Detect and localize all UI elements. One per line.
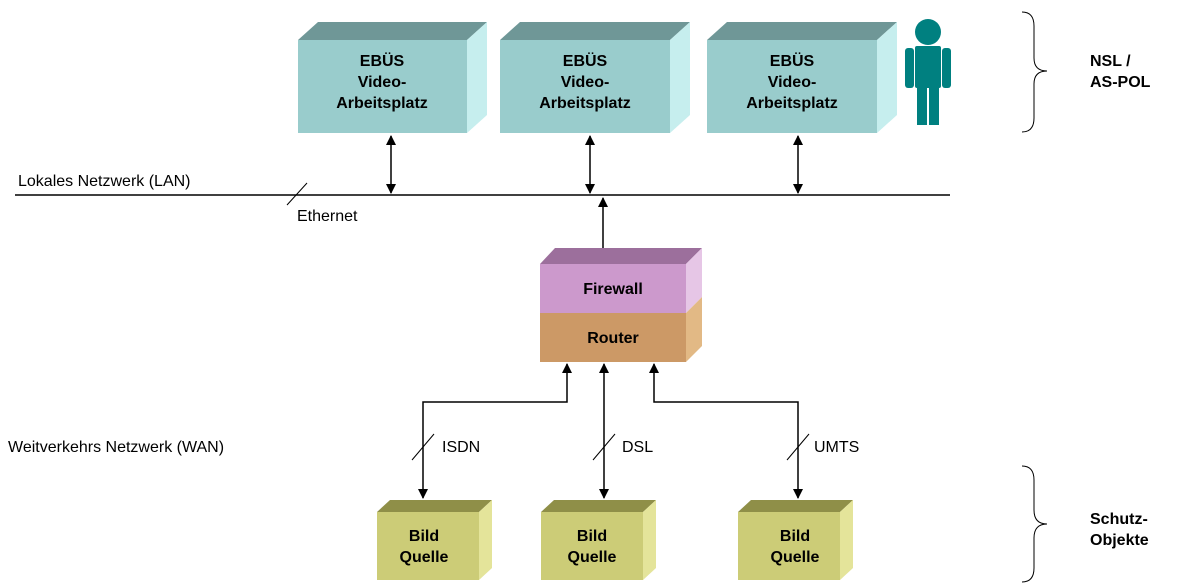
workstation-3-front bbox=[707, 40, 877, 133]
image-source-2-front bbox=[541, 512, 643, 580]
firewall-front bbox=[540, 264, 686, 313]
gateway-box: Firewall Router bbox=[540, 248, 702, 362]
lan-label: Lokales Netzwerk (LAN) bbox=[18, 173, 191, 190]
workstation-3-name: Arbeitsplatz bbox=[746, 95, 838, 112]
nsl-label-line2: AS-POL bbox=[1090, 74, 1151, 91]
workstation-1: EBÜS Video- Arbeitsplatz bbox=[298, 22, 487, 133]
image-source-1: Bild Quelle bbox=[377, 500, 492, 580]
image-source-3-line1: Bild bbox=[780, 528, 810, 545]
image-source-1-line2: Quelle bbox=[400, 549, 449, 566]
brace-top-icon bbox=[1021, 11, 1048, 133]
ethernet-label: Ethernet bbox=[297, 208, 358, 225]
operator-person-icon bbox=[905, 19, 951, 125]
image-source-2: Bild Quelle bbox=[541, 500, 656, 580]
image-source-3-side bbox=[840, 500, 853, 580]
dsl-label: DSL bbox=[622, 439, 653, 456]
workstation-3-title: EBÜS bbox=[770, 51, 815, 70]
router-side bbox=[686, 297, 702, 362]
image-source-2-line1: Bild bbox=[577, 528, 607, 545]
workstation-2-front bbox=[500, 40, 670, 133]
dsl-slash bbox=[592, 433, 616, 461]
workstation-1-side bbox=[467, 22, 487, 133]
workstation-1-top bbox=[298, 22, 487, 40]
isdn-label: ISDN bbox=[442, 439, 480, 456]
workstation-3-side bbox=[877, 22, 897, 133]
workstation-2-top bbox=[500, 22, 690, 40]
workstation-1-title: EBÜS bbox=[360, 51, 405, 70]
isdn-connection-arrow bbox=[418, 363, 572, 499]
nsl-label-line1: NSL / bbox=[1090, 53, 1131, 70]
image-source-3-line2: Quelle bbox=[771, 549, 820, 566]
workstation-3-subtitle: Video- bbox=[768, 74, 817, 91]
firewall-side bbox=[686, 248, 702, 313]
workstation-1-subtitle: Video- bbox=[358, 74, 407, 91]
umts-slash bbox=[786, 433, 810, 461]
workstation-3: EBÜS Video- Arbeitsplatz bbox=[707, 22, 897, 133]
image-source-1-top bbox=[377, 500, 492, 512]
router-front bbox=[540, 313, 686, 362]
image-source-1-front bbox=[377, 512, 479, 580]
workstation-2-subtitle: Video- bbox=[561, 74, 610, 91]
router-label: Router bbox=[587, 330, 639, 347]
workstation-1-name: Arbeitsplatz bbox=[336, 95, 428, 112]
workstation-1-front bbox=[298, 40, 467, 133]
workstation-2-name: Arbeitsplatz bbox=[539, 95, 631, 112]
brace-bottom-icon bbox=[1021, 465, 1048, 583]
workstation-2-title: EBÜS bbox=[563, 51, 608, 70]
protected-label-line1: Schutz- bbox=[1090, 511, 1148, 528]
ethernet-slash bbox=[286, 182, 308, 206]
workstation-3-top bbox=[707, 22, 897, 40]
image-source-3: Bild Quelle bbox=[738, 500, 853, 580]
workstation-2-side bbox=[670, 22, 690, 133]
firewall-label: Firewall bbox=[583, 281, 643, 298]
protected-label-line2: Objekte bbox=[1090, 532, 1149, 549]
image-source-1-line1: Bild bbox=[409, 528, 439, 545]
workstation-2: EBÜS Video- Arbeitsplatz bbox=[500, 22, 690, 133]
wan-label: Weitverkehrs Netzwerk (WAN) bbox=[8, 439, 224, 456]
isdn-slash bbox=[411, 433, 435, 461]
umts-label: UMTS bbox=[814, 439, 859, 456]
image-source-1-side bbox=[479, 500, 492, 580]
image-source-2-line2: Quelle bbox=[568, 549, 617, 566]
firewall-top bbox=[540, 248, 702, 264]
umts-connection-arrow bbox=[649, 363, 803, 499]
image-source-2-side bbox=[643, 500, 656, 580]
image-source-3-top bbox=[738, 500, 853, 512]
image-source-2-top bbox=[541, 500, 656, 512]
image-source-3-front bbox=[738, 512, 840, 580]
